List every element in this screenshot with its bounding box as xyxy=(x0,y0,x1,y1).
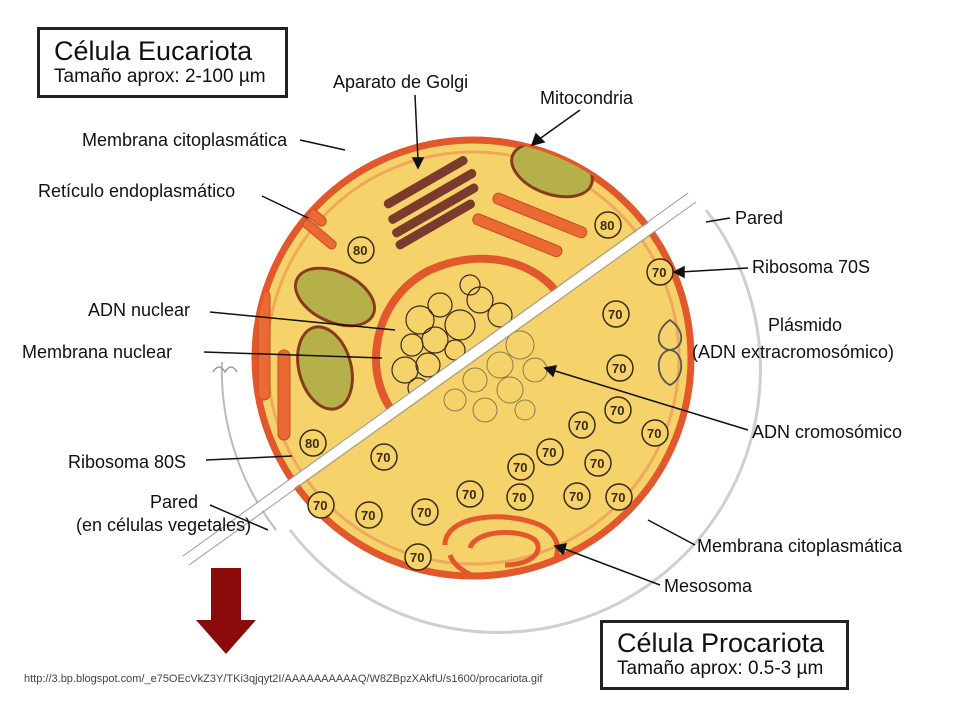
svg-text:70: 70 xyxy=(574,418,588,433)
ribosome-70: 70 xyxy=(584,449,612,477)
ribosome-70: 70 xyxy=(568,411,596,439)
svg-text:70: 70 xyxy=(313,498,327,513)
prokaryote-title-box: Célula Procariota Tamaño aprox: 0.5-3 µm xyxy=(600,620,849,690)
label-reticulo: Retículo endoplasmático xyxy=(38,181,235,201)
diagram-labels: Aparato de Golgi Mitocondria Membrana ci… xyxy=(22,72,903,596)
prokaryote-ribosomes: 70 70 70 70 70 70 70 70 70 70 70 70 70 7… xyxy=(307,258,674,571)
svg-text:70: 70 xyxy=(512,490,526,505)
ribosome-70: 70 xyxy=(536,438,564,466)
label-ribosoma-80: Ribosoma 80S xyxy=(68,452,186,472)
down-arrow-icon xyxy=(196,568,256,654)
label-plasmido: Plásmido xyxy=(768,315,842,335)
ribosome-70: 70 xyxy=(641,419,669,447)
label-membrana-citoplasmatica-euk: Membrana citoplasmática xyxy=(82,130,288,150)
label-golgi: Aparato de Golgi xyxy=(333,72,468,92)
ribosome-70: 70 xyxy=(604,396,632,424)
label-mesosoma: Mesosoma xyxy=(664,576,753,596)
label-adn-cromosomico: ADN cromosómico xyxy=(752,422,902,442)
prokaryote-wall xyxy=(288,209,762,634)
label-adn-extra: (ADN extracromosómico) xyxy=(692,342,894,362)
svg-text:70: 70 xyxy=(611,490,625,505)
ribosome-80-label: 80 xyxy=(305,436,319,451)
ribosome-80: 80 xyxy=(347,236,375,264)
prokaryote-size: Tamaño aprox: 0.5-3 µm xyxy=(617,658,824,679)
ribosome-80-label: 80 xyxy=(600,218,614,233)
svg-text:70: 70 xyxy=(462,487,476,502)
ribosome-70: 70 xyxy=(404,543,432,571)
leader-lines xyxy=(203,94,749,586)
nuclear-dna xyxy=(391,274,513,399)
ribosome-70: 70 xyxy=(456,480,484,508)
svg-text:70: 70 xyxy=(647,426,661,441)
ribosome-70: 70 xyxy=(606,354,634,382)
svg-text:70: 70 xyxy=(410,550,424,565)
mitochondria xyxy=(293,141,594,411)
eukaryote-title-box: Célula Eucariota Tamaño aprox: 2-100 µm xyxy=(37,27,288,98)
label-membrana-nuclear: Membrana nuclear xyxy=(22,342,172,362)
svg-text:70: 70 xyxy=(610,403,624,418)
cell-divider xyxy=(182,193,695,565)
eukaryote-title: Célula Eucariota xyxy=(54,36,253,66)
eukaryote-ribosomes: 80 80 80 xyxy=(299,211,622,457)
svg-text:70: 70 xyxy=(542,445,556,460)
ribosome-70: 70 xyxy=(370,443,398,471)
eukaryote-size: Tamaño aprox: 2-100 µm xyxy=(54,66,266,87)
label-pared-vegetal: Pared xyxy=(150,492,198,512)
label-membrana-citoplasmatica-pro: Membrana citoplasmática xyxy=(697,536,903,556)
label-adn-nuclear: ADN nuclear xyxy=(88,300,190,320)
svg-text:70: 70 xyxy=(652,265,666,280)
svg-text:70: 70 xyxy=(612,361,626,376)
label-pared: Pared xyxy=(735,208,783,228)
svg-text:70: 70 xyxy=(417,505,431,520)
svg-text:70: 70 xyxy=(590,456,604,471)
ribosome-70: 70 xyxy=(506,483,534,511)
ribosome-70: 70 xyxy=(355,501,383,529)
source-url: http://3.bp.blogspot.com/_e75OEcVkZ3Y/TK… xyxy=(24,673,543,685)
ribosome-80-label: 80 xyxy=(353,243,367,258)
svg-text:70: 70 xyxy=(608,307,622,322)
ribosome-70: 70 xyxy=(602,300,630,328)
ribosome-70: 70 xyxy=(605,483,633,511)
svg-text:70: 70 xyxy=(376,450,390,465)
golgi-apparatus xyxy=(383,156,479,250)
svg-text:70: 70 xyxy=(361,508,375,523)
svg-text:70: 70 xyxy=(569,489,583,504)
label-mitocondria: Mitocondria xyxy=(540,88,634,108)
plasmid xyxy=(657,318,683,386)
svg-text:70: 70 xyxy=(513,460,527,475)
ribosome-70: 70 xyxy=(646,258,674,286)
ribosome-70: 70 xyxy=(411,498,439,526)
ribosome-70: 70 xyxy=(507,453,535,481)
plant-cell-wall xyxy=(220,361,277,531)
ribosome-80: 80 xyxy=(594,211,622,239)
ribosome-70: 70 xyxy=(307,491,335,519)
nuclear-membrane xyxy=(372,254,559,423)
prokaryote-title: Célula Procariota xyxy=(617,628,825,658)
label-ribosoma-70: Ribosoma 70S xyxy=(752,257,870,277)
label-pared-vegetal-note: (en células vegetales) xyxy=(76,515,251,535)
ribosome-70: 70 xyxy=(563,482,591,510)
ribosome-80: 80 xyxy=(299,429,327,457)
mesosoma xyxy=(442,514,560,576)
